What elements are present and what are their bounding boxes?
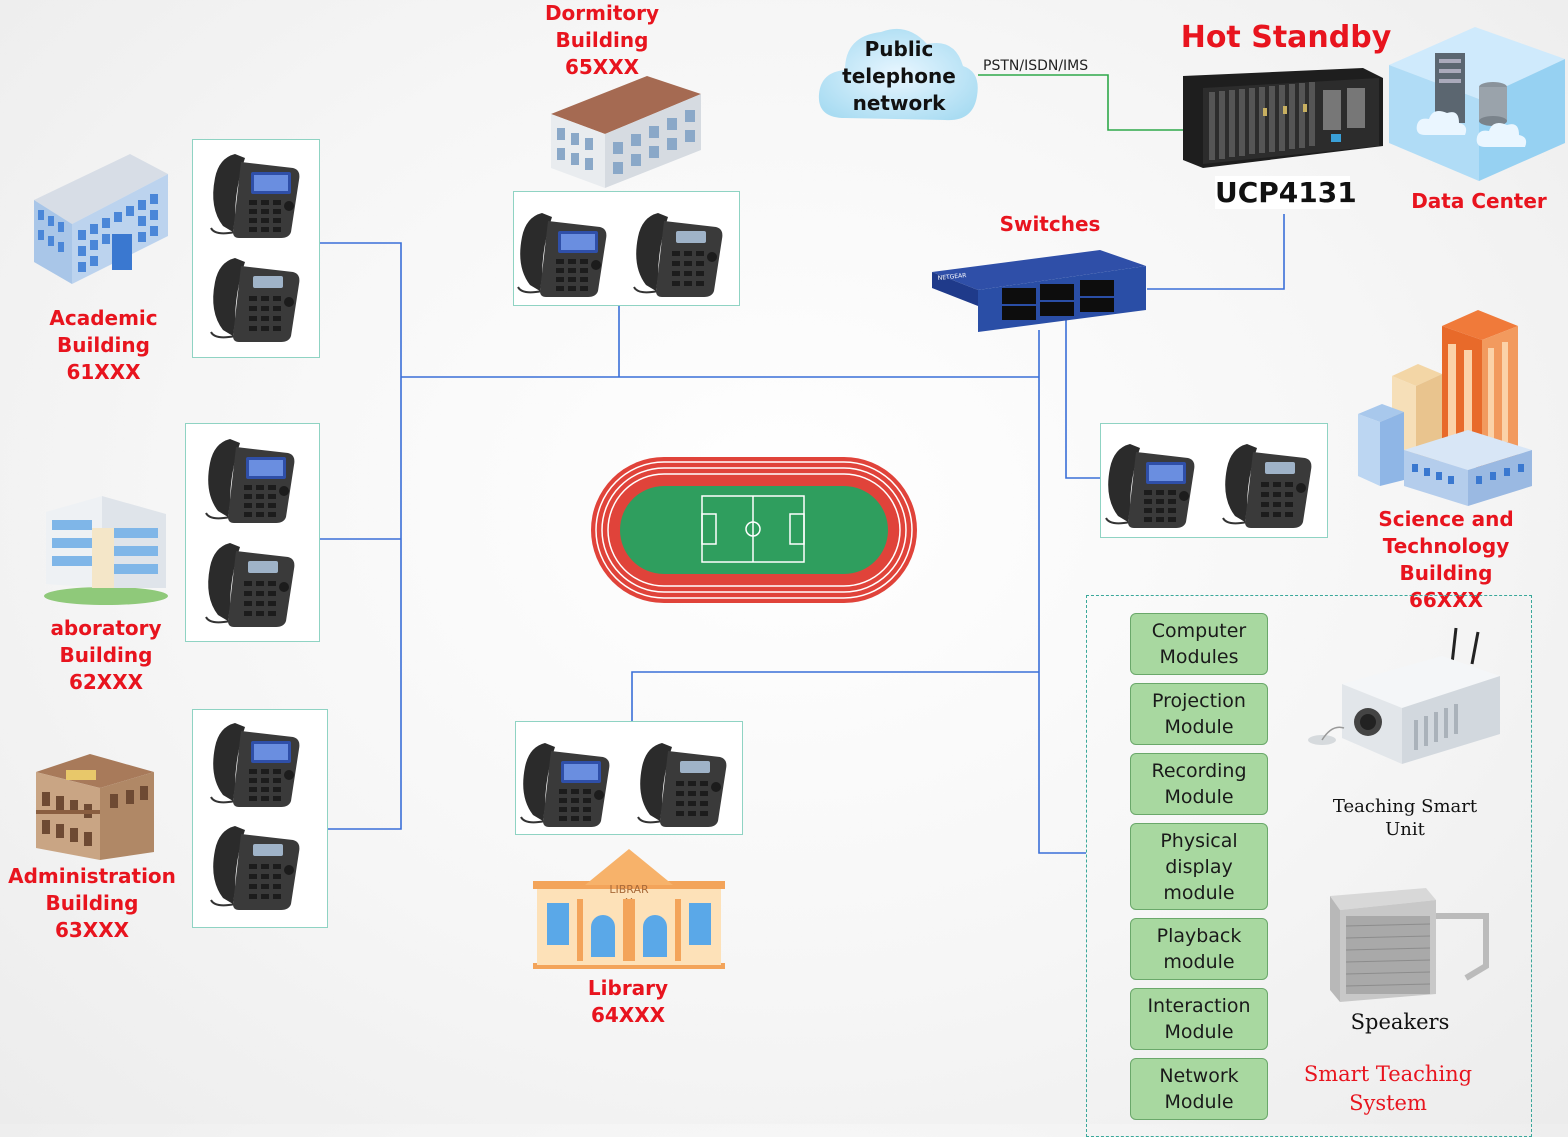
- unit-label-1: Teaching Smart: [1332, 796, 1478, 817]
- speakers-label: Speakers: [1350, 1010, 1450, 1034]
- academic-building-label: Academic Building 61XXX: [6, 305, 201, 386]
- module-label: Projection: [1152, 690, 1246, 712]
- module-label: Module: [1164, 716, 1234, 738]
- hot-standby-title: Hot Standby: [1180, 20, 1392, 55]
- phone-icon: [517, 212, 608, 298]
- academic-code: 61XXX: [66, 360, 141, 384]
- cloud-label-2: telephone: [842, 64, 956, 88]
- module-label: Modules: [1159, 646, 1239, 668]
- academic-building-icon: [34, 154, 168, 284]
- laboratory-building-icon: [44, 496, 168, 605]
- phone-icon: [205, 542, 296, 628]
- module-label: Playback: [1156, 925, 1242, 947]
- system-label-2: System: [1349, 1091, 1427, 1115]
- phone-icon: [1105, 443, 1196, 529]
- phone-icon: [205, 438, 296, 524]
- unit-label-2: Unit: [1385, 819, 1425, 840]
- phone-icon: [210, 825, 301, 911]
- administration-building-icon: [36, 754, 154, 860]
- administration-name: Administration: [8, 864, 176, 888]
- dormitory-name-2: Building: [555, 28, 649, 52]
- dormitory-code: 65XXX: [564, 55, 640, 79]
- dormitory-name: Dormitory: [544, 1, 660, 25]
- academic-name: Academic Building: [49, 306, 158, 357]
- module-label: Module: [1164, 1021, 1234, 1043]
- module-label: Recording: [1151, 760, 1247, 782]
- phone-icon: [210, 257, 301, 343]
- switches-label: Switches: [999, 212, 1101, 236]
- science-name-2: Technology Building: [1382, 534, 1510, 585]
- module-label: Module: [1164, 1091, 1234, 1113]
- switch-brand-label: NETGEAR: [937, 272, 966, 282]
- playback-module: Playback module: [1130, 918, 1268, 980]
- library-label: Library 64XXX: [568, 975, 688, 1029]
- administration-name-2: Building: [45, 891, 139, 915]
- speaker-icon: [1330, 888, 1489, 1002]
- module-label: module: [1163, 951, 1235, 973]
- dormitory-building-icon: [551, 76, 701, 188]
- module-label: module: [1163, 881, 1235, 904]
- sports-field-icon: [591, 457, 917, 603]
- dormitory-building-label: Dormitory Building 65XXX: [532, 0, 672, 81]
- data-center-label: Data Center: [1411, 189, 1547, 213]
- science-name: Science and: [1378, 507, 1514, 531]
- ucp-model-label: UCP4131: [1215, 176, 1357, 209]
- science-building-icon: [1358, 310, 1532, 506]
- teaching-smart-unit-label: Teaching Smart Unit: [1310, 795, 1500, 841]
- library-name: Library: [587, 976, 669, 1000]
- laboratory-code: 62XXX: [68, 670, 144, 694]
- phone-icon: [210, 153, 301, 239]
- cloud-label-1: Public: [865, 37, 934, 61]
- cloud-label-3: network: [853, 91, 946, 115]
- administration-building-label: Administration Building 63XXX: [4, 863, 180, 944]
- science-code: 66XXX: [1408, 588, 1484, 612]
- laboratory-building-label: aboratory Building 62XXX: [8, 615, 204, 696]
- module-label: display: [1165, 855, 1233, 878]
- phone-icon: [633, 212, 724, 298]
- projector-icon: [1308, 627, 1500, 764]
- library-sign: LIBRAR: [609, 883, 649, 896]
- ucp-server-icon: [1183, 68, 1383, 168]
- module-label: Interaction: [1147, 995, 1251, 1017]
- laboratory-name: aboratory Building: [50, 616, 162, 667]
- physical-display-module: Physical display module: [1130, 823, 1268, 910]
- library-code: 64XXX: [590, 1003, 666, 1027]
- phone-icon: [1222, 443, 1313, 529]
- smart-teaching-system-label: Smart Teaching System: [1288, 1060, 1488, 1118]
- phone-icon: [637, 742, 728, 828]
- module-label: Module: [1164, 786, 1234, 808]
- system-label-1: Smart Teaching: [1303, 1062, 1473, 1086]
- science-building-label: Science and Technology Building 66XXX: [1336, 506, 1556, 614]
- network-switch-icon: NETGEAR: [932, 250, 1146, 332]
- phone-icon: [210, 722, 301, 808]
- administration-code: 63XXX: [54, 918, 130, 942]
- module-label: Network: [1159, 1065, 1239, 1087]
- public-network-cloud-icon: Public telephone network: [818, 28, 978, 121]
- data-center-icon: [1389, 27, 1565, 181]
- module-label: Computer: [1151, 620, 1247, 642]
- pstn-label: PSTN/ISDN/IMS: [983, 58, 1089, 74]
- module-label: Physical: [1160, 829, 1238, 852]
- phone-icon: [520, 742, 611, 828]
- library-building-icon: LIBRAR Y: [533, 849, 725, 969]
